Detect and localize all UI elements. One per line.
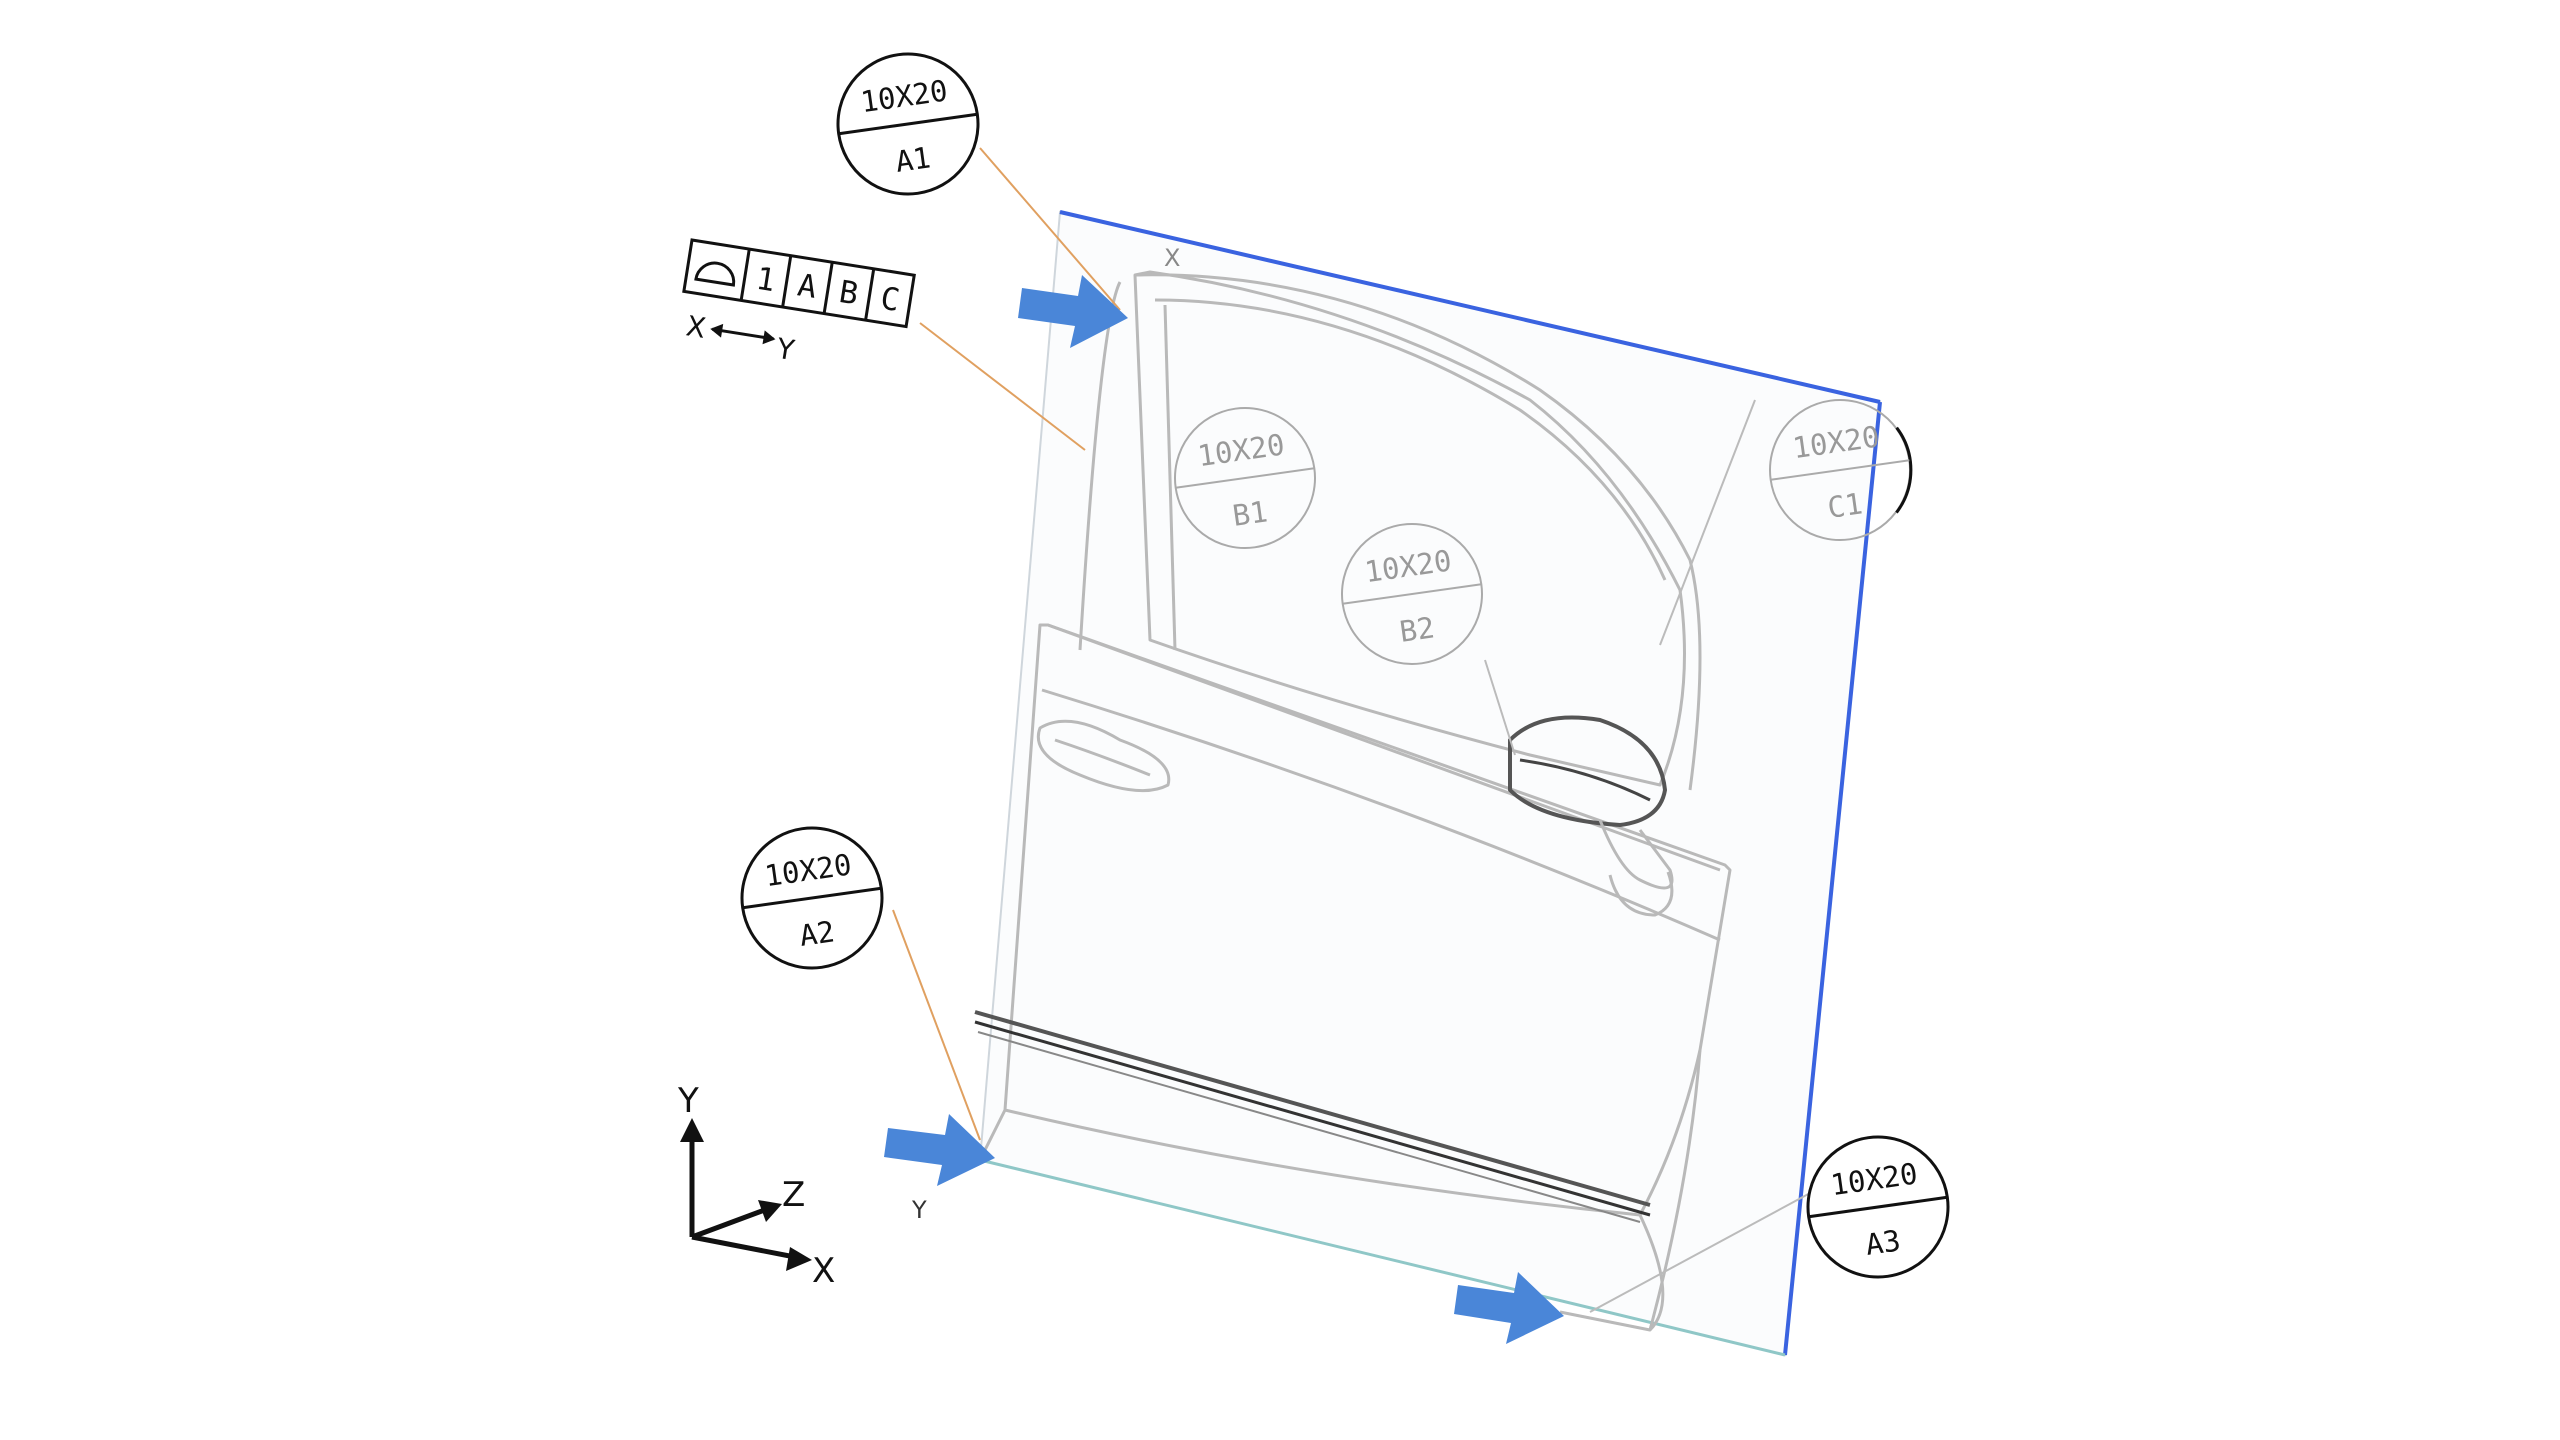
balloon-a1[interactable]: 10X20 A1: [829, 45, 987, 203]
car-door-outline: [978, 270, 1732, 1332]
locator-arrow-a2: [884, 1114, 995, 1186]
balloon-a2[interactable]: 10X20 A2: [733, 819, 891, 977]
balloon-a3[interactable]: 10X20 A3: [1799, 1128, 1957, 1286]
axis-y-label: Y: [677, 1081, 699, 1121]
direction-indicator: X Y: [684, 309, 798, 368]
plane-right-edge: [1783, 401, 1882, 1356]
axis-x-label: X: [812, 1251, 835, 1291]
balloon-a2-datum: A2: [797, 914, 836, 953]
direction-right-label: Y: [774, 332, 798, 368]
axis-z-arrowhead: [758, 1200, 782, 1222]
axis-x-line: [691, 1234, 801, 1261]
balloon-a3-datum: A3: [1863, 1223, 1902, 1262]
leader-a2: [892, 909, 981, 1141]
leader-frame: [919, 322, 1086, 451]
leader-a1: [979, 147, 1121, 311]
datum-plane: [978, 210, 1882, 1357]
locator-arrows: [884, 275, 1564, 1344]
axis-z-line: [691, 1205, 771, 1240]
profile-of-surface-icon: [694, 261, 736, 287]
feature-control-frame[interactable]: 1 A B C: [682, 238, 916, 329]
balloon-a1-datum: A1: [893, 140, 932, 179]
coordinate-system: [680, 1118, 812, 1271]
direction-left-label: X: [684, 309, 708, 345]
door-rub-strip: [974, 1010, 1651, 1223]
locator-arrow-a1: [1018, 275, 1128, 348]
locator-arrow-a3: [1454, 1272, 1564, 1344]
local-x-label: X: [1164, 244, 1180, 272]
axis-x-arrowhead: [786, 1247, 812, 1271]
balloon-b2-datum: B2: [1397, 610, 1436, 649]
local-y-label: Y: [911, 1196, 927, 1224]
axis-y-arrowhead: [680, 1118, 704, 1142]
balloon-b1-datum: B1: [1230, 494, 1269, 533]
plane-top-edge: [1059, 210, 1881, 404]
leader-lines: [892, 147, 1121, 1141]
balloon-c1-datum: C1: [1825, 486, 1864, 525]
faint-leaders: [1484, 399, 1826, 1313]
axis-z-label: Z: [782, 1175, 805, 1215]
